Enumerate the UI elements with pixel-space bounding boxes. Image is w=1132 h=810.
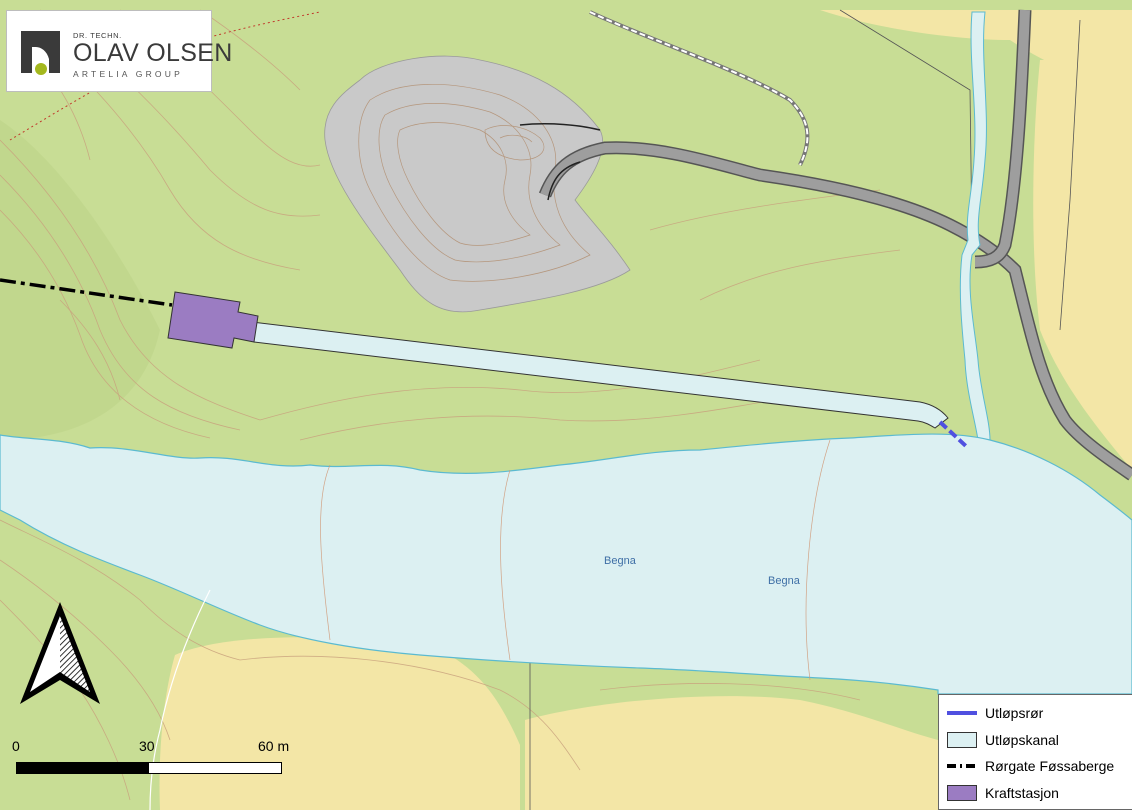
river-boundary-lines — [320, 439, 831, 681]
legend-item-tailrace-canal: Utløpskanal — [947, 727, 1132, 754]
legend-item-outlet-pipe: Utløpsrør — [947, 700, 1132, 727]
legend-label: Rørgate Føssaberge — [985, 758, 1115, 775]
scale-label-60: 60 m — [258, 738, 290, 754]
field-top-right — [820, 10, 1132, 90]
spoil-area[interactable] — [324, 55, 631, 313]
footpath-top-inner — [589, 11, 809, 166]
legend-label: Utløpsrør — [985, 705, 1044, 722]
logo-line-1: DR. TECHN. — [73, 31, 122, 40]
spoil-contours — [358, 84, 591, 282]
north-arrow-icon — [20, 602, 100, 704]
access-road-fill — [540, 142, 1132, 480]
logo-line-2: OLAV OLSEN — [73, 39, 233, 67]
track-line — [519, 123, 601, 131]
power-station[interactable] — [167, 291, 259, 349]
legend-swatch-outlet-pipe — [947, 711, 977, 716]
track-line-2 — [547, 161, 581, 201]
scale-bar — [16, 762, 282, 774]
river-label-2: Begna — [768, 575, 801, 587]
legend-swatch-penstock — [947, 764, 977, 769]
trail-dotted — [9, 11, 321, 141]
river-begna[interactable] — [0, 433, 1132, 695]
legend-label: Kraftstasjon — [985, 784, 1059, 801]
scale-label-0: 0 — [12, 738, 20, 754]
legend-swatch-tailrace-canal — [947, 731, 977, 748]
river-label-1: Begna — [604, 555, 637, 567]
legend-label: Utløpskanal — [985, 731, 1059, 748]
olav-olsen-logo-mark-icon — [21, 31, 60, 75]
penstock-line[interactable] — [0, 278, 173, 307]
legend-item-power-station: Kraftstasjon — [947, 780, 1132, 807]
company-logo: DR. TECHN. OLAV OLSEN ARTELIA GROUP — [6, 10, 232, 92]
hillside-shading — [0, 120, 160, 440]
scale-label-30: 30 — [139, 738, 155, 754]
logo-line-3: ARTELIA GROUP — [73, 69, 183, 79]
legend-item-penstock: Rørgate Føssaberge — [947, 753, 1132, 780]
tailrace-canal[interactable] — [251, 321, 949, 429]
map-legend: Utløpsrør Utløpskanal Rørgate Føssaberge… — [938, 694, 1132, 810]
outlet-pipe[interactable] — [938, 420, 970, 450]
legend-swatch-power-station — [947, 784, 977, 801]
small-stream — [149, 589, 211, 810]
field-right-strip — [1033, 60, 1132, 470]
main-road-fill — [974, 9, 1030, 267]
field-bottom-center — [525, 696, 938, 810]
